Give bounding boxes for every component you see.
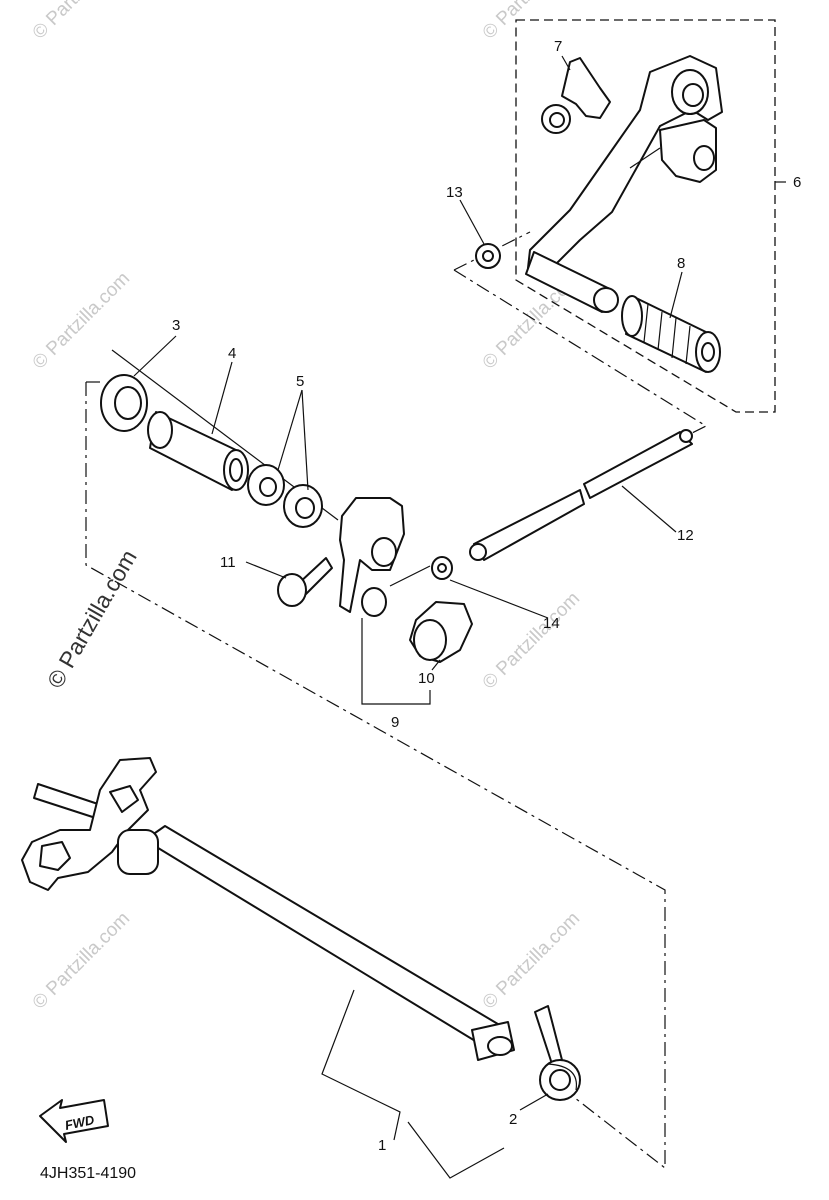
watermark: © Partzilla.com: [42, 545, 142, 692]
fwd-label: FWD: [64, 1112, 97, 1133]
boot: [409, 601, 473, 663]
watermark: © Partzilla.com: [479, 588, 584, 693]
nut: [475, 243, 501, 269]
callout-10: 10: [418, 670, 435, 687]
callouts: 1 2 3 4 5 6 7 8 9 10 11 12 13 14: [172, 38, 801, 1154]
assembly-lines: [85, 231, 708, 1170]
callout-12: 12: [677, 527, 694, 544]
fwd-arrow: FWD: [39, 1099, 109, 1143]
callout-4: 4: [228, 345, 236, 362]
callout-6: 6: [793, 174, 801, 191]
leader-lines: [133, 55, 683, 1179]
bearings: [247, 464, 323, 528]
bolt: [277, 557, 333, 607]
callout-14: 14: [543, 615, 560, 632]
shift-rod: [389, 429, 693, 587]
callout-1: 1: [378, 1137, 386, 1154]
shift-arm: [339, 497, 405, 617]
subassembly-6-outline: [515, 19, 786, 413]
callout-2: 2: [509, 1111, 517, 1128]
oil-seal: [100, 374, 148, 432]
diagram-code: 4JH351-4190: [40, 1165, 136, 1182]
shift-shaft: [21, 757, 515, 1061]
callout-3: 3: [172, 317, 180, 334]
shift-pedal: [525, 55, 723, 313]
callout-7: 7: [554, 38, 562, 55]
callout-13: 13: [446, 184, 463, 201]
watermark: © Partzilla.com: [479, 0, 584, 44]
callout-5: 5: [296, 373, 304, 390]
watermark: © Partzilla.com: [479, 908, 584, 1013]
pedal-rubber: [621, 295, 721, 373]
watermark: © Partzilla.com: [29, 908, 134, 1013]
rod-end: [541, 57, 611, 134]
lock-nut: [431, 556, 453, 580]
callout-11: 11: [220, 554, 236, 571]
callout-9: 9: [391, 714, 399, 731]
return-spring: [534, 1005, 581, 1101]
callout-8: 8: [677, 255, 685, 272]
watermark: © Partzilla.com: [29, 268, 134, 373]
collar: [147, 411, 249, 491]
watermark: © Partzilla.com: [29, 0, 134, 44]
